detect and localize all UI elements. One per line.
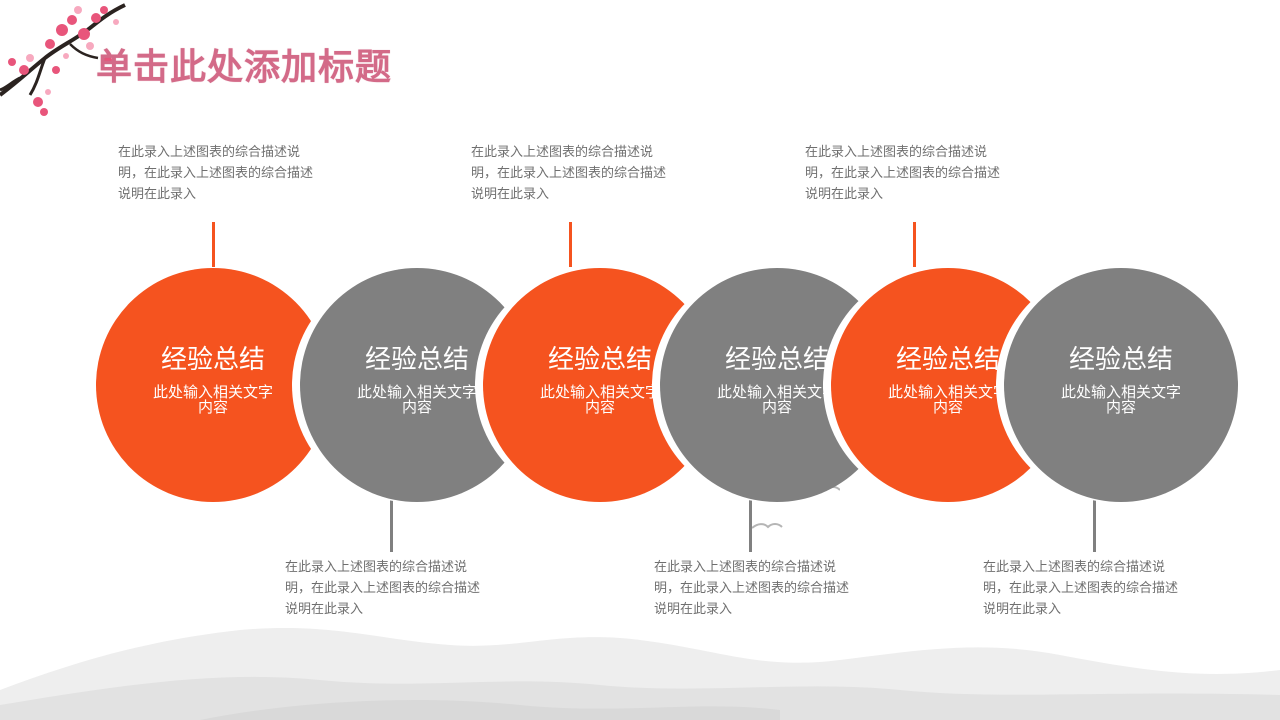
connector-line [913,222,916,267]
connector-line [1093,500,1096,552]
step-body: 此处输入相关文字内容 [539,383,660,416]
step-body: 此处输入相关文字内容 [887,383,1008,416]
step-heading: 经验总结 [895,345,1000,375]
description-text[interactable]: 在此录入上述图表的综合描述说明，在此录入上述图表的综合描述说明在此录入 [285,560,481,617]
step-circle-6[interactable]: 经验总结 此处输入相关文字内容 [1004,268,1238,502]
step-heading: 经验总结 [1068,345,1173,375]
connector-line [212,222,215,267]
connector-line [749,500,752,552]
step-heading: 经验总结 [364,345,469,375]
ink-mountains-background [0,627,1280,720]
step-heading: 经验总结 [547,345,652,375]
description-text[interactable]: 在此录入上述图表的综合描述说明，在此录入上述图表的综合描述说明在此录入 [654,560,850,617]
description-text[interactable]: 在此录入上述图表的综合描述说明，在此录入上述图表的综合描述说明在此录入 [118,145,314,202]
description-text[interactable]: 在此录入上述图表的综合描述说明，在此录入上述图表的综合描述说明在此录入 [805,145,1001,202]
page-title[interactable]: 单击此处添加标题 [96,47,393,88]
connector-line [569,222,572,267]
description-text[interactable]: 在此录入上述图表的综合描述说明，在此录入上述图表的综合描述说明在此录入 [983,560,1179,617]
step-body: 此处输入相关文字内容 [356,383,477,416]
step-circle-1[interactable]: 经验总结 此处输入相关文字内容 [96,268,330,502]
step-body: 此处输入相关文字内容 [152,383,273,416]
step-heading: 经验总结 [160,345,265,375]
connector-line [390,500,393,552]
step-body: 此处输入相关文字内容 [1060,383,1181,416]
description-text[interactable]: 在此录入上述图表的综合描述说明，在此录入上述图表的综合描述说明在此录入 [471,145,667,202]
step-heading: 经验总结 [724,345,829,375]
step-body: 此处输入相关文字内容 [716,383,837,416]
plum-blossom-decoration [0,3,126,116]
